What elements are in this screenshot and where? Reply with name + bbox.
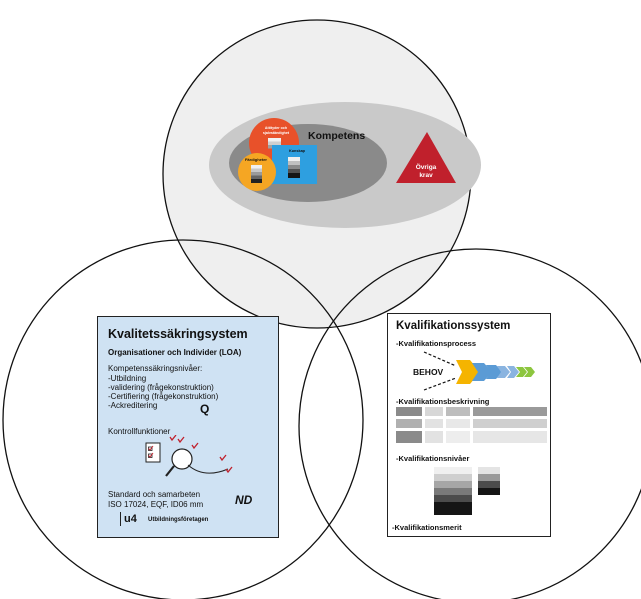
qualification-system-panel: Kvalifikationssystem -Kvalifikationsproc… — [387, 313, 551, 537]
bottom-left-circle — [2, 239, 364, 599]
qs-levels: -Kvalifikationsnivåer — [396, 454, 470, 463]
training-companies-label: Utbildningsföretagen — [148, 517, 209, 523]
qa-title: Kvalitetssäkringsystem — [108, 327, 248, 341]
qa-levels-heading: Kompetenssäkringsnivåer: — [108, 364, 203, 373]
other-requirements-triangle — [396, 132, 456, 183]
process-arrows-icon — [423, 351, 535, 391]
qa-level-item: -validering (frågekonstruktion) — [108, 383, 214, 392]
qs-title: Kvalifikationssystem — [396, 320, 511, 332]
skills-label: Färdigheter — [245, 157, 267, 162]
quality-assurance-panel: Kvalitetssäkringsystem Organisationer oc… — [97, 316, 279, 538]
other-requirements-label-2: krav — [419, 172, 433, 179]
qs-description: -Kvalifikationsbeskrivning — [396, 397, 490, 406]
qs-merit: -Kvalifikationsmerit — [392, 523, 462, 532]
need-label: BEHOV — [413, 367, 444, 377]
qa-subtitle: Organisationer och Individer (LOA) — [108, 348, 242, 357]
attitude-label-2: sjalvständighet — [263, 131, 290, 135]
competence-title: Kompetens — [308, 130, 365, 142]
levels-stack-icon — [434, 467, 500, 515]
description-grid-icon — [396, 407, 547, 443]
bottom-right-circle — [298, 248, 641, 599]
knowledge-label: Kunskap — [289, 149, 306, 153]
qs-process: -Kvalifikationsprocess — [396, 339, 477, 348]
attitude-label-1: Attityder och — [265, 126, 287, 130]
qa-standards-line: ISO 17024, EQF, ID06 mm — [108, 500, 204, 509]
nd-logo: ND — [235, 493, 253, 507]
qa-level-item: -Ackreditering — [108, 401, 158, 410]
q-logo: Q — [200, 402, 210, 416]
control-illustration-icon — [145, 435, 233, 477]
qa-control-label: Kontrollfunktioner — [108, 427, 171, 436]
training-companies-logo: u4 — [124, 513, 137, 525]
qa-level-item: -Utbildning — [108, 374, 147, 383]
qa-level-item: -Certifiering (frågekonstruktion) — [108, 392, 219, 401]
qa-standards-line: Standard och samarbeten — [108, 490, 201, 499]
other-requirements-label-1: Övriga — [416, 162, 437, 171]
